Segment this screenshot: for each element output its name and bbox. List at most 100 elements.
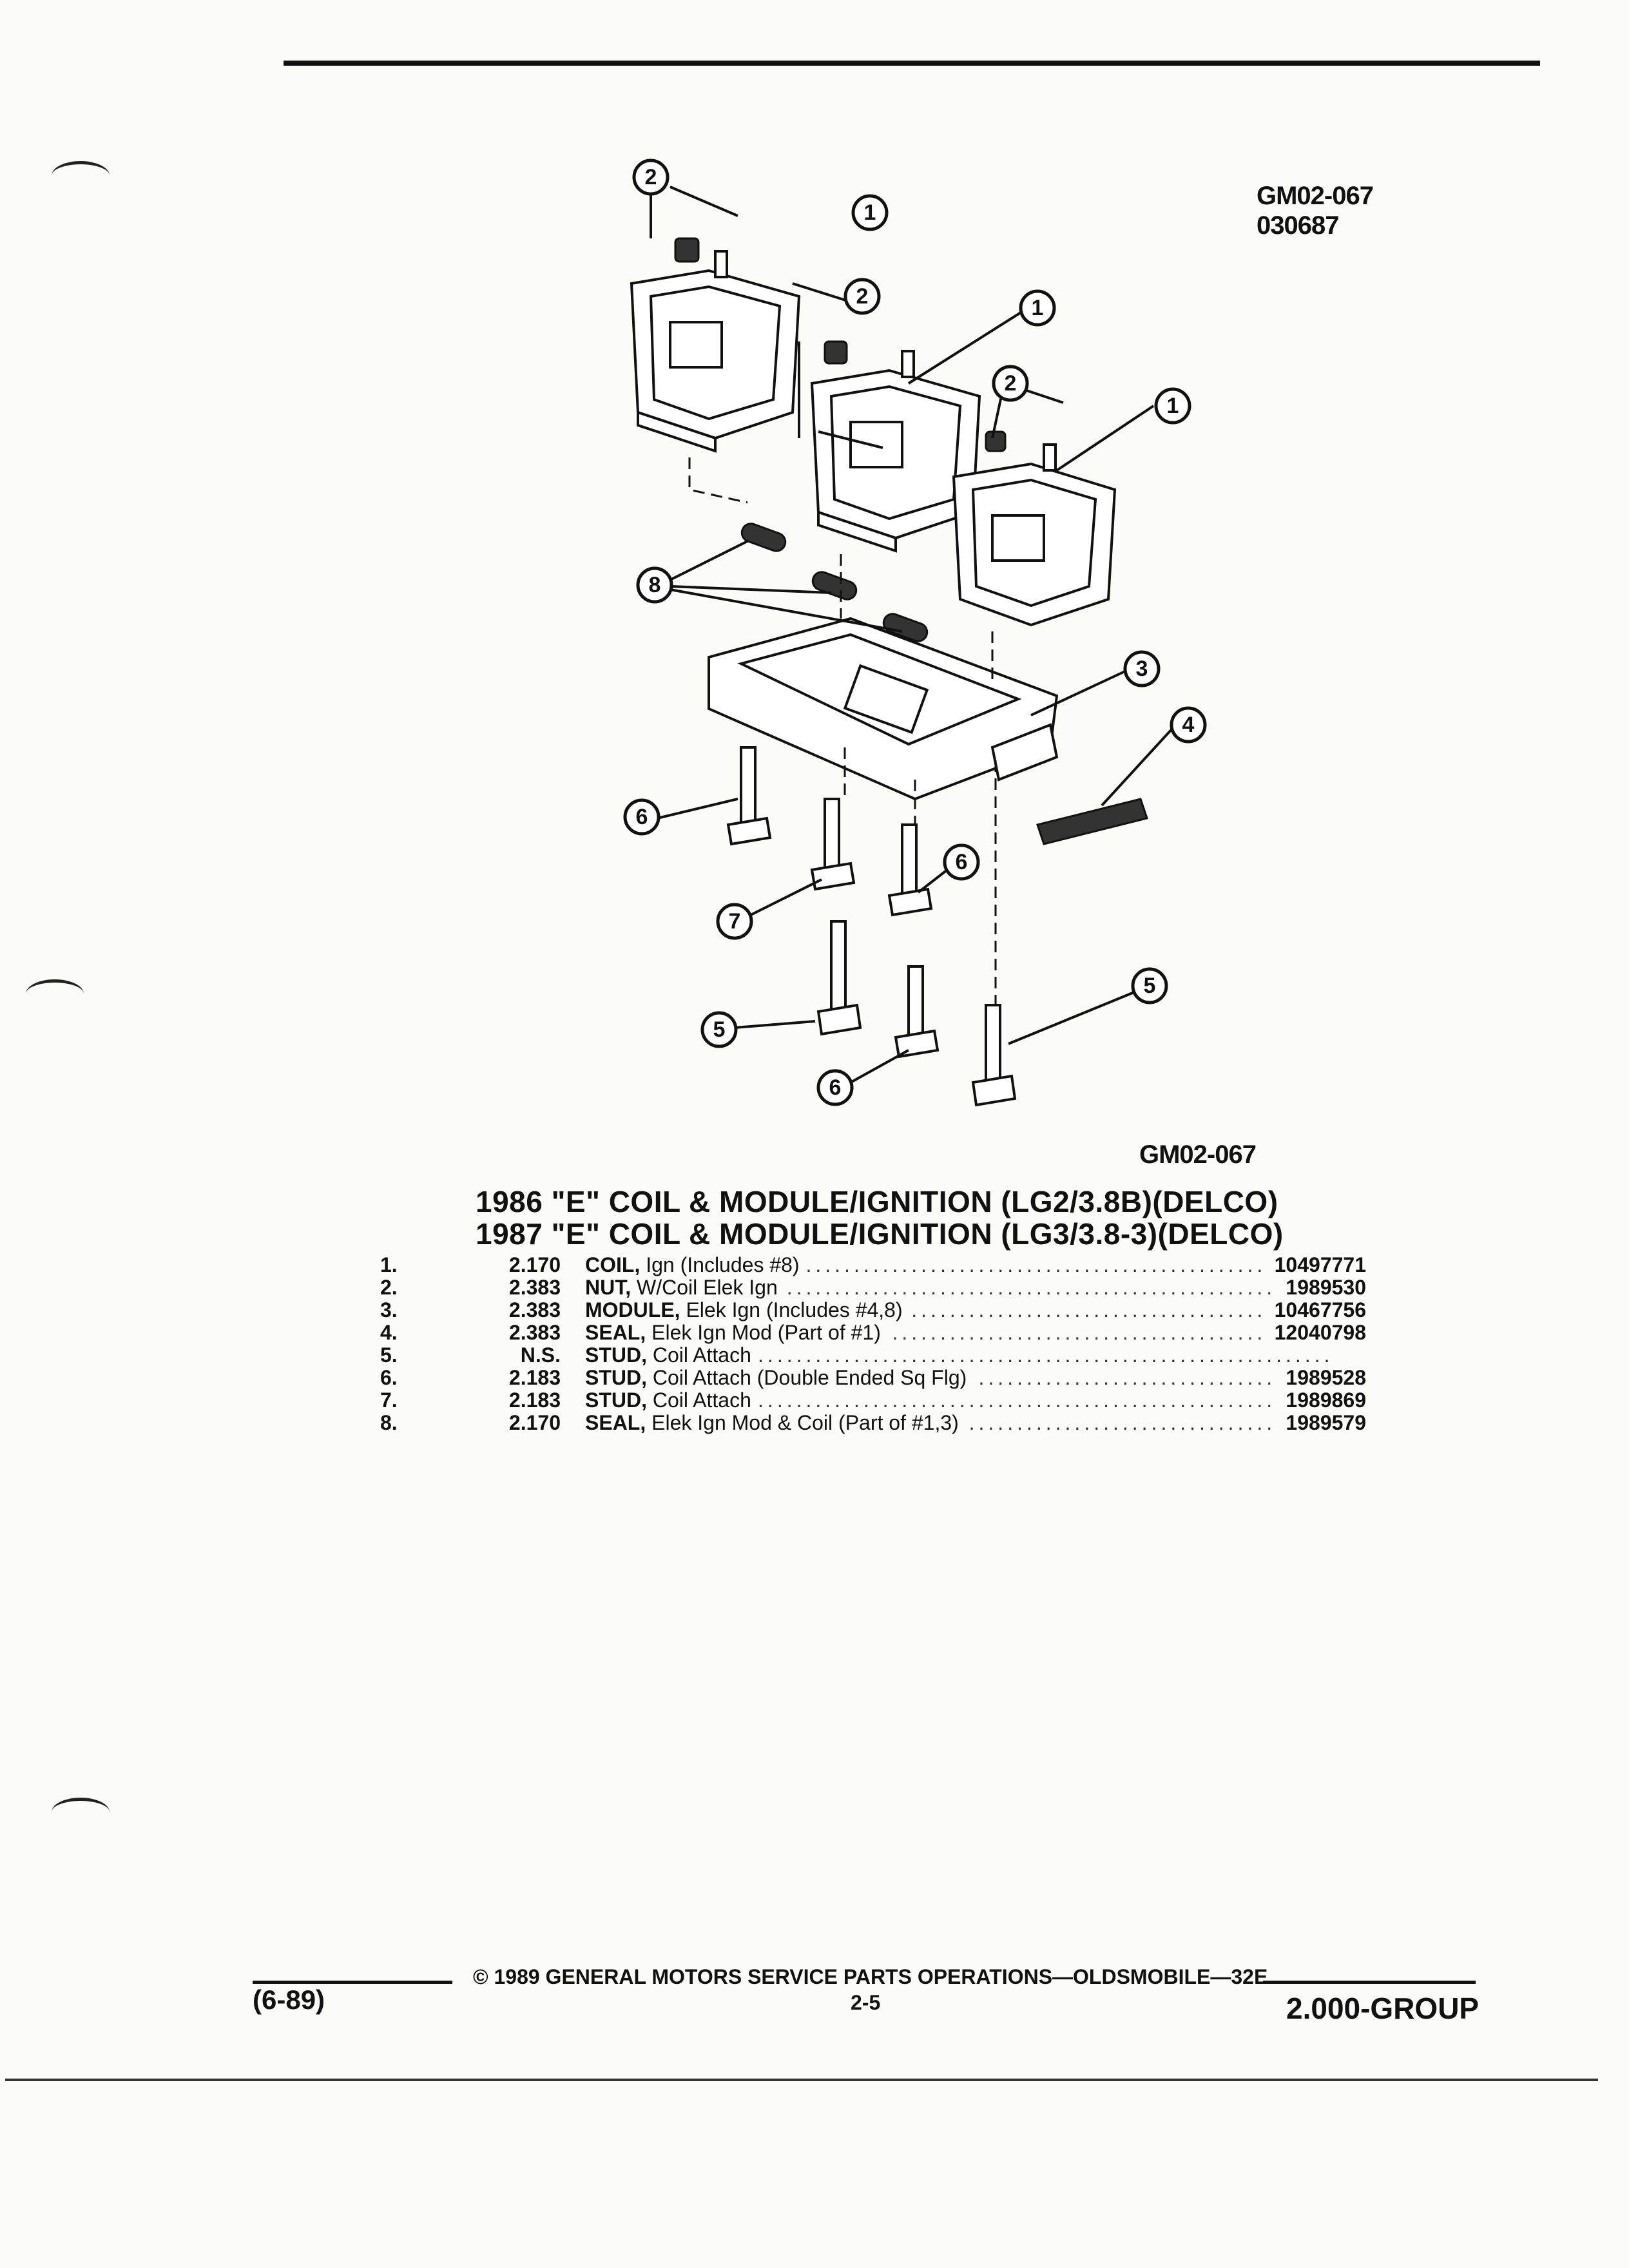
group-number: N.S. [520, 1343, 561, 1367]
group-number: 2.170 [508, 1411, 561, 1434]
group-number: 2.383 [508, 1298, 561, 1321]
parts-row: 8.2.170.................................… [380, 1412, 1366, 1434]
ignition-coil-3 [952, 430, 1117, 627]
bottom-rule [5, 2079, 1598, 2081]
callout-1: 1 [851, 194, 889, 231]
part-name: STUD, [585, 1366, 647, 1389]
part-number: 1989869 [1278, 1389, 1366, 1412]
item-number: 7. [380, 1389, 398, 1412]
svg-text:1: 1 [1032, 296, 1044, 320]
part-description: NUT, W/Coil Elek Ign [585, 1276, 786, 1299]
callout-4: 4 [1170, 706, 1207, 744]
drawing-date-code: 030687 [1257, 211, 1339, 240]
svg-text:3: 3 [1136, 657, 1148, 681]
svg-text:5: 5 [1144, 974, 1156, 998]
drawing-code: GM02-067 [1257, 182, 1374, 210]
part-description: STUD, Coil Attach [585, 1389, 759, 1412]
callout-2: 2 [992, 365, 1029, 402]
part-description: COIL, Ign (Includes #8) [585, 1254, 807, 1276]
callout-5: 5 [700, 1011, 738, 1048]
group-number: 2.383 [508, 1276, 561, 1299]
part-detail: Elek Ign Mod (Part of #1) [651, 1321, 881, 1344]
part-description: SEAL, Elek Ign Mod & Coil (Part of #1,3) [585, 1412, 967, 1434]
stud-6b [887, 823, 933, 917]
item-number: 1. [380, 1253, 398, 1276]
parts-row: 2.2.383.................................… [380, 1276, 1366, 1299]
punch-mark [26, 979, 84, 1008]
part-description: STUD, Coil Attach (Double Ended Sq Flg) [585, 1366, 975, 1389]
footer-date: (6-89) [253, 1984, 325, 2015]
ignition-module [708, 617, 1059, 801]
callout-8: 8 [636, 566, 673, 604]
exploded-parts-diagram: 2 1 2 1 2 1 8 3 4 6 6 7 5 5 6 [623, 159, 1207, 1107]
part-number: 10497771 [1266, 1254, 1366, 1276]
item-number: 2. [380, 1276, 398, 1299]
stud-6a [726, 746, 772, 846]
svg-text:5: 5 [713, 1017, 726, 1042]
part-number: 1989579 [1278, 1412, 1366, 1434]
punch-mark [52, 1798, 110, 1827]
section-heading-1986: 1986 "E" COIL & MODULE/IGNITION (LG2/3.8… [476, 1185, 1278, 1218]
callout-1: 1 [1019, 289, 1056, 327]
top-rule [284, 61, 1540, 66]
stud-5b [971, 1004, 1017, 1107]
part-detail: Elek Ign (Includes #4,8) [686, 1298, 903, 1321]
group-number: 2.383 [508, 1321, 561, 1344]
part-description: STUD, Coil Attach [585, 1344, 759, 1367]
footer-rule-left [253, 1981, 452, 1984]
part-name: NUT, [585, 1276, 631, 1299]
svg-text:1: 1 [1167, 394, 1179, 418]
svg-text:2: 2 [856, 284, 869, 309]
item-number: 8. [380, 1411, 398, 1434]
part-name: MODULE, [585, 1298, 680, 1321]
item-number: 5. [380, 1343, 398, 1367]
part-name: COIL, [585, 1253, 641, 1276]
callout-3: 3 [1123, 650, 1161, 687]
group-number: 2.183 [508, 1389, 561, 1412]
part-name: SEAL, [585, 1411, 646, 1434]
stud-6c [894, 965, 940, 1059]
callout-7: 7 [716, 903, 753, 940]
seal-8a [740, 523, 787, 552]
svg-text:2: 2 [645, 165, 657, 189]
part-description: SEAL, Elek Ign Mod (Part of #1) [585, 1321, 889, 1344]
callout-2: 2 [843, 278, 881, 315]
svg-text:7: 7 [729, 909, 741, 934]
part-detail: Elek Ign Mod & Coil (Part of #1,3) [651, 1411, 959, 1434]
part-name: STUD, [585, 1389, 647, 1412]
parts-row: 4.2.383.................................… [380, 1321, 1366, 1344]
parts-list: 1.2.170.................................… [380, 1254, 1366, 1434]
group-number: 2.170 [508, 1253, 561, 1276]
callout-1: 1 [1154, 387, 1191, 425]
seal-8c [882, 613, 929, 642]
parts-row: 7.2.183.................................… [380, 1389, 1366, 1412]
stud-7 [810, 798, 856, 891]
footer-group: 2.000-GROUP [1286, 1992, 1480, 2025]
callout-6: 6 [816, 1069, 854, 1106]
part-description: MODULE, Elek Ign (Includes #4,8) [585, 1299, 911, 1321]
svg-text:6: 6 [956, 850, 968, 874]
svg-text:6: 6 [636, 805, 648, 829]
part-detail: Coil Attach (Double Ended Sq Flg) [652, 1366, 967, 1389]
drawing-code-bottom: GM02-067 [1139, 1140, 1257, 1169]
svg-text:6: 6 [829, 1075, 842, 1100]
callout-2: 2 [632, 159, 670, 196]
parts-row: 1.2.170.................................… [380, 1254, 1366, 1276]
svg-text:8: 8 [649, 573, 661, 597]
footer-rule-right [1263, 1981, 1476, 1984]
ignition-coil-2 [810, 340, 981, 553]
part-number: 12040798 [1266, 1321, 1366, 1344]
seal-4 [1036, 798, 1148, 845]
svg-text:1: 1 [864, 200, 876, 225]
parts-row: 6.2.183.................................… [380, 1367, 1366, 1389]
svg-text:2: 2 [1005, 371, 1017, 396]
parts-row: 5.N.S...................................… [380, 1344, 1366, 1367]
item-number: 3. [380, 1298, 398, 1321]
item-number: 4. [380, 1321, 398, 1344]
callout-5: 5 [1131, 967, 1168, 1004]
callout-6: 6 [943, 843, 980, 881]
part-number: 1989530 [1278, 1276, 1366, 1299]
part-detail: W/Coil Elek Ign [637, 1276, 778, 1299]
parts-row: 3.2.383.................................… [380, 1299, 1366, 1321]
part-detail: Coil Attach [652, 1389, 751, 1412]
